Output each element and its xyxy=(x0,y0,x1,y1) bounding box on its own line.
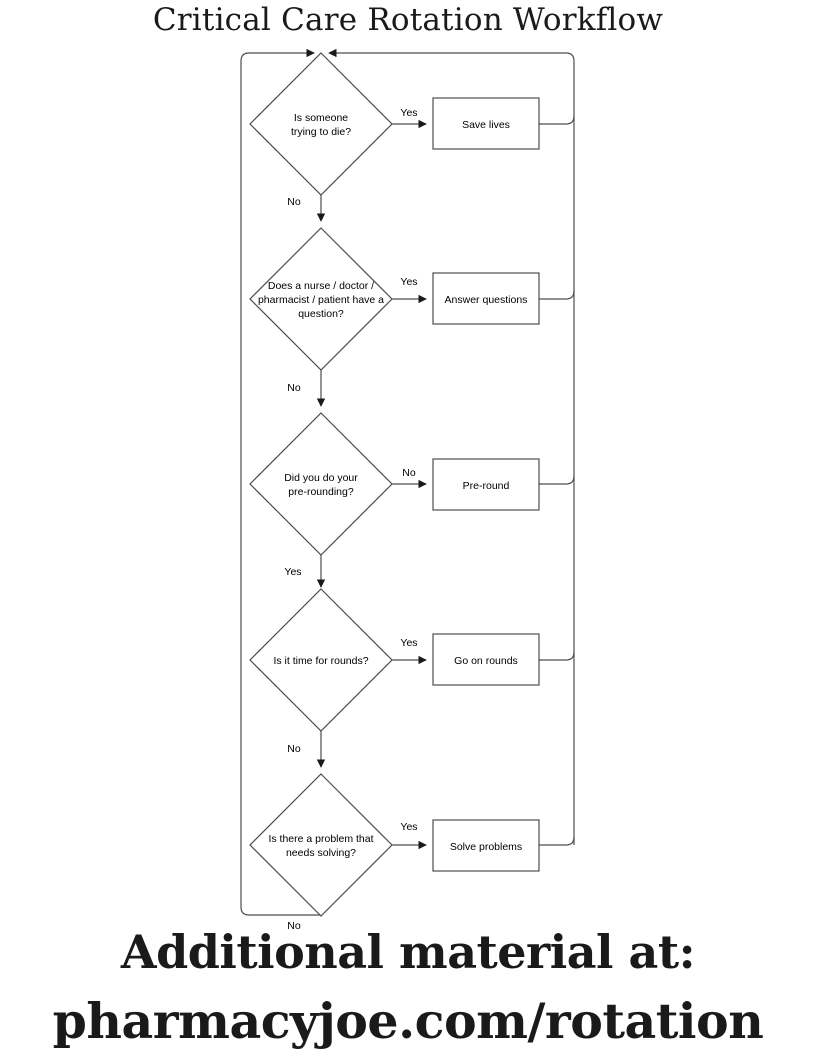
edge-4-no-label: No xyxy=(287,743,301,755)
decision-2-label-line1: Does a nurse / doctor / xyxy=(268,280,374,292)
decision-3-label-line1: Did you do your xyxy=(284,472,358,484)
decision-3-diamond[interactable] xyxy=(249,412,393,556)
action-4-box[interactable] xyxy=(432,633,540,686)
return-stub-1 xyxy=(539,115,575,125)
decision-5-diamond[interactable] xyxy=(249,773,393,917)
action-5-box[interactable] xyxy=(432,819,540,872)
edge-1-no-label: No xyxy=(287,196,301,208)
loop-right-return xyxy=(328,48,575,845)
action-2-box[interactable] xyxy=(432,272,540,325)
loop-left-return xyxy=(240,48,321,916)
return-stub-2 xyxy=(539,290,575,300)
edge-1-yes-label: Yes xyxy=(400,107,417,119)
footer-url: pharmacyjoe.com/rotation xyxy=(52,992,764,1050)
edge-5-no-label: No xyxy=(287,920,301,932)
edge-4-yes-label: Yes xyxy=(400,637,417,649)
decision-5-label-line1: Is there a problem that xyxy=(268,833,373,845)
footer-heading: Additional material at: xyxy=(120,925,696,979)
edge-3-no-label: No xyxy=(402,467,416,479)
decision-2-label-line3: question? xyxy=(298,308,344,320)
action-1-label: Save lives xyxy=(462,119,510,131)
return-stub-5 xyxy=(539,836,575,846)
decision-1-label-line1: Is someone xyxy=(294,112,348,124)
edge-5-yes-label: Yes xyxy=(400,821,417,833)
decision-2-label-line2: pharmacist / patient have a xyxy=(258,294,384,306)
edge-2-no-label: No xyxy=(287,382,301,394)
action-1-box[interactable] xyxy=(432,97,540,150)
action-3-box[interactable] xyxy=(432,458,540,511)
action-3-label: Pre-round xyxy=(463,480,510,492)
action-4-label: Go on rounds xyxy=(454,655,518,667)
return-stub-3 xyxy=(539,475,575,485)
decision-3-label-line2: pre-rounding? xyxy=(288,486,354,498)
edge-2-yes-label: Yes xyxy=(400,276,417,288)
page-title: Critical Care Rotation Workflow xyxy=(152,2,664,38)
decision-1-diamond[interactable] xyxy=(249,52,393,196)
decision-1-label-line2: trying to die? xyxy=(291,126,351,138)
action-2-label: Answer questions xyxy=(445,294,528,306)
decision-4-label-line1: Is it time for rounds? xyxy=(273,655,368,667)
edge-3-yes-label: Yes xyxy=(284,566,301,578)
decision-5-label-line2: needs solving? xyxy=(286,847,356,859)
return-stub-4 xyxy=(539,651,575,661)
action-5-label: Solve problems xyxy=(450,841,522,853)
